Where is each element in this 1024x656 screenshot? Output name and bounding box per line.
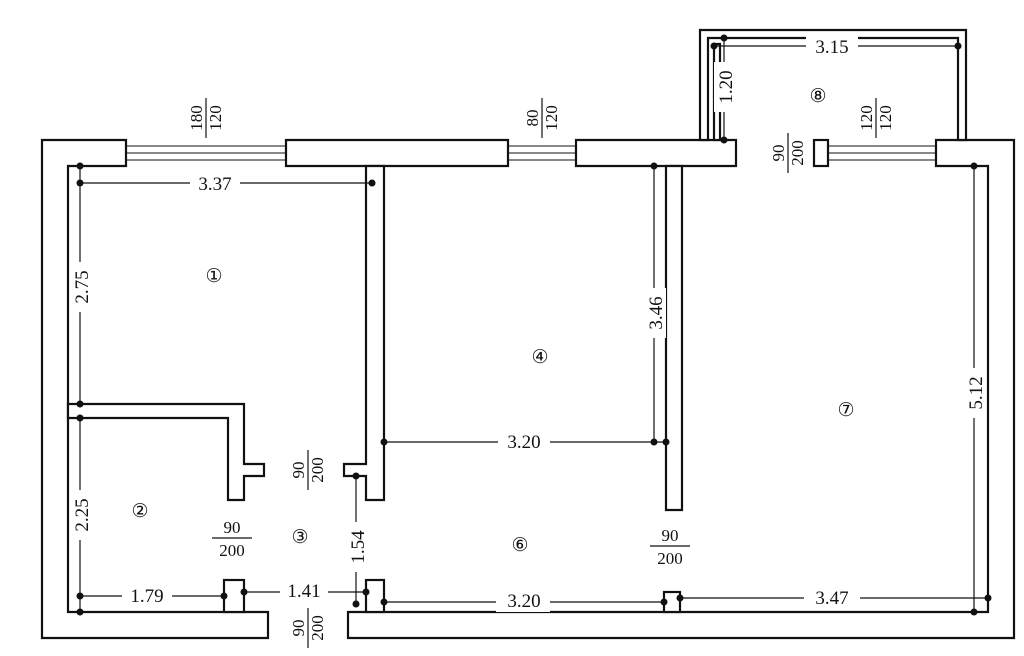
room-1-number: ①: [205, 266, 222, 287]
door-entrance-height: 200: [308, 615, 327, 641]
door-balcony-width: 90: [769, 145, 788, 162]
balcony-width-label: 3.15: [815, 37, 848, 58]
dimension-labels: 3.37 2.75 2.25 1.79 1.41 1.54 3.20 3.46 …: [70, 36, 987, 612]
window-3-width: 120: [857, 105, 876, 131]
door-room2-width: 90: [224, 518, 241, 537]
window-1-width: 180: [187, 105, 206, 131]
window-3: [828, 145, 936, 161]
corridor-width-label: 1.41: [287, 581, 320, 602]
room-7-number: ⑦: [837, 400, 854, 421]
room-numbers: ① ② ③ ④ ⑥ ⑦ ⑧: [131, 86, 854, 556]
room7-width-label: 3.47: [815, 588, 848, 609]
door-room7-width: 90: [662, 526, 679, 545]
window-2: [508, 145, 576, 161]
room-2-number: ②: [131, 501, 148, 522]
outer-walls: [40, 138, 1016, 640]
corridor-height-label: 1.54: [348, 530, 369, 564]
partitions: [66, 164, 684, 614]
room2-height-label: 2.25: [72, 498, 93, 531]
window-2-height: 120: [542, 105, 561, 131]
window-2-width: 80: [523, 110, 542, 127]
window-labels: 180 120 80 120 120 120: [187, 98, 895, 138]
window-1: [126, 145, 286, 161]
window-3-height: 120: [876, 105, 895, 131]
room6-width-label: 3.20: [507, 591, 540, 612]
door-labels: 90 200 90 200 90 200 90 200 90 200: [212, 133, 807, 648]
door-room2-height: 200: [219, 541, 245, 560]
room4-height-label: 3.46: [646, 296, 667, 329]
door-balcony-height: 200: [788, 140, 807, 166]
window-1-height: 120: [206, 105, 225, 131]
room7-height-label: 5.12: [966, 376, 987, 409]
room-6-number: ⑥: [511, 535, 528, 556]
door-room7-height: 200: [657, 549, 683, 568]
door-room1-height: 200: [308, 457, 327, 483]
room2-width-label: 1.79: [130, 586, 163, 607]
door-entrance-width: 90: [289, 620, 308, 637]
room-4-number: ④: [531, 347, 548, 368]
room-3-number: ③: [291, 527, 308, 548]
door-room1-width: 90: [289, 462, 308, 479]
room1-height-label: 2.75: [72, 270, 93, 303]
balcony-depth-label: 1.20: [716, 70, 737, 103]
room4-width-label: 3.20: [507, 432, 540, 453]
room-8-number: ⑧: [809, 86, 826, 107]
room1-width-label: 3.37: [198, 174, 231, 195]
